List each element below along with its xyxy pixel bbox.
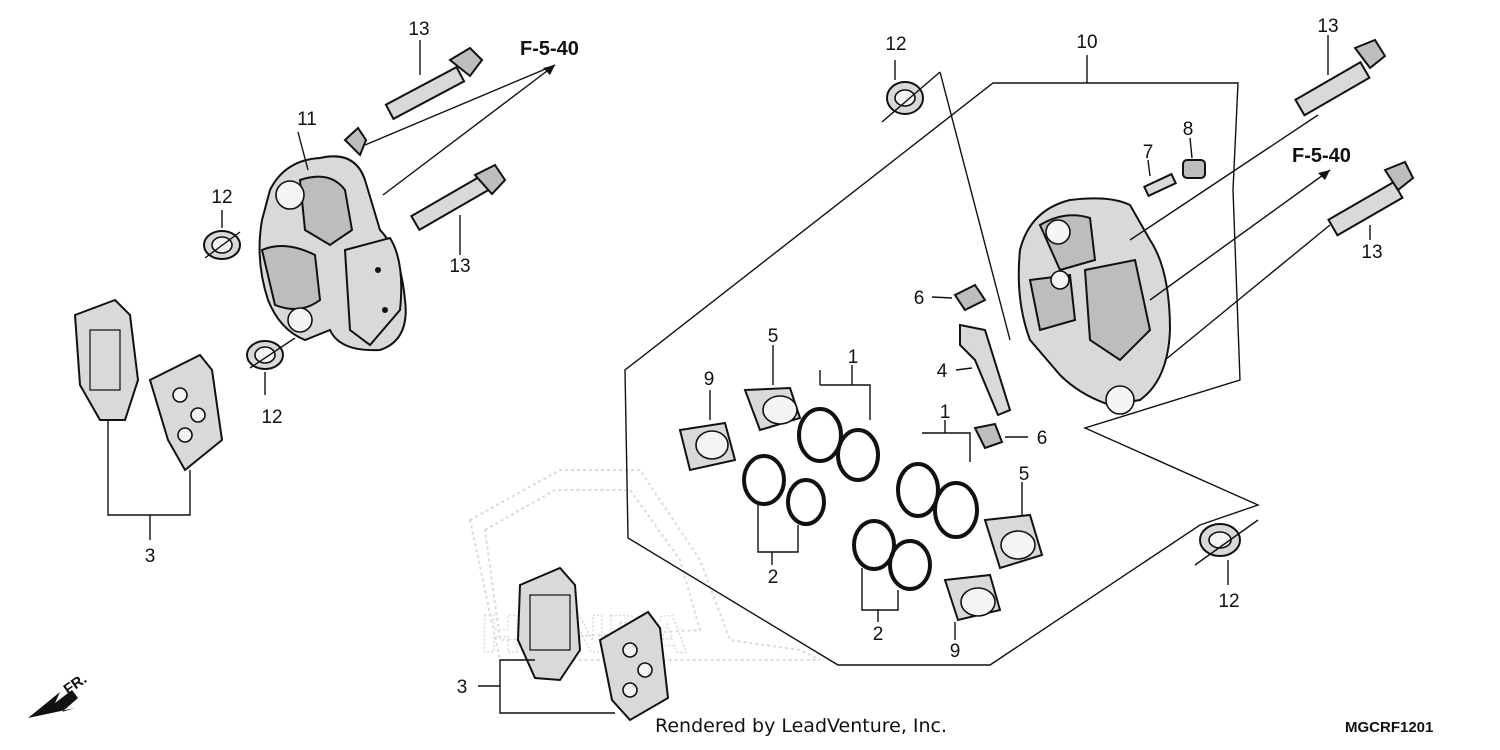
brake-pad-bottom-a [516,566,582,682]
left-caliper [258,126,407,352]
piston-9a [678,421,737,472]
callout-13: 13 [1361,242,1382,263]
piston-5a [743,386,802,432]
pad-clip-upper [953,283,987,312]
seal-1b [836,428,880,482]
callout-12: 12 [1218,591,1239,612]
seal-2c [852,519,896,571]
callout-9: 9 [704,369,715,390]
bolt-top-right [1294,38,1387,117]
bushing-right-upper [886,81,924,115]
callout-5: 5 [1019,464,1030,485]
bolt-mid-left [409,163,507,232]
bleeder-valve [1142,172,1178,198]
seal-1c [896,462,940,518]
callout-7: 7 [1143,142,1154,163]
brake-pad-left-b [148,353,224,472]
reference-f-5-40: F-5-40 [520,38,579,60]
reference-f-5-40: F-5-40 [1292,145,1351,167]
seal-1d [933,481,979,539]
callout-1: 1 [940,402,951,423]
callout-8: 8 [1183,119,1194,140]
bushing-left-lower [246,340,284,370]
diagram-code: MGCRF1201 [1345,719,1433,736]
brake-pad-bottom-b [598,610,670,722]
callout-1: 1 [848,347,859,368]
callout-4: 4 [937,361,948,382]
seal-2a [742,454,786,506]
seal-1a [797,407,843,463]
callout-5: 5 [768,326,779,347]
callout-3: 3 [145,546,156,567]
callout-11: 11 [297,109,317,130]
front-direction-label: FR. [61,670,91,698]
render-credit: Rendered by LeadVenture, Inc. [655,715,947,737]
callout-2: 2 [873,624,884,645]
callout-13: 13 [408,19,429,40]
front-direction-arrow-icon [28,690,78,718]
bolt-top-left [384,46,484,121]
seal-kit-outline [624,82,1260,666]
seal-2d [888,539,932,591]
bushing-right-lower [1199,523,1241,557]
pad-spring [959,323,1012,417]
seal-2b [786,478,826,526]
piston-5b [983,513,1044,570]
callout-3: 3 [457,677,468,698]
callout-13: 13 [449,256,470,277]
callout-6: 6 [1037,428,1048,449]
brake-pad-left-a [73,298,140,421]
callout-9: 9 [950,641,961,662]
callout-13: 13 [1317,16,1338,37]
right-caliper [1017,197,1172,415]
bolt-mid-right [1327,160,1415,237]
callout-12: 12 [261,407,282,428]
callout-6: 6 [914,288,925,309]
pad-clip-lower [973,422,1004,450]
bleeder-cap [1182,159,1206,179]
callout-12: 12 [211,187,232,208]
piston-9b [943,573,1002,622]
callout-2: 2 [768,567,779,588]
callout-10: 10 [1076,32,1097,53]
callout-12: 12 [885,34,906,55]
